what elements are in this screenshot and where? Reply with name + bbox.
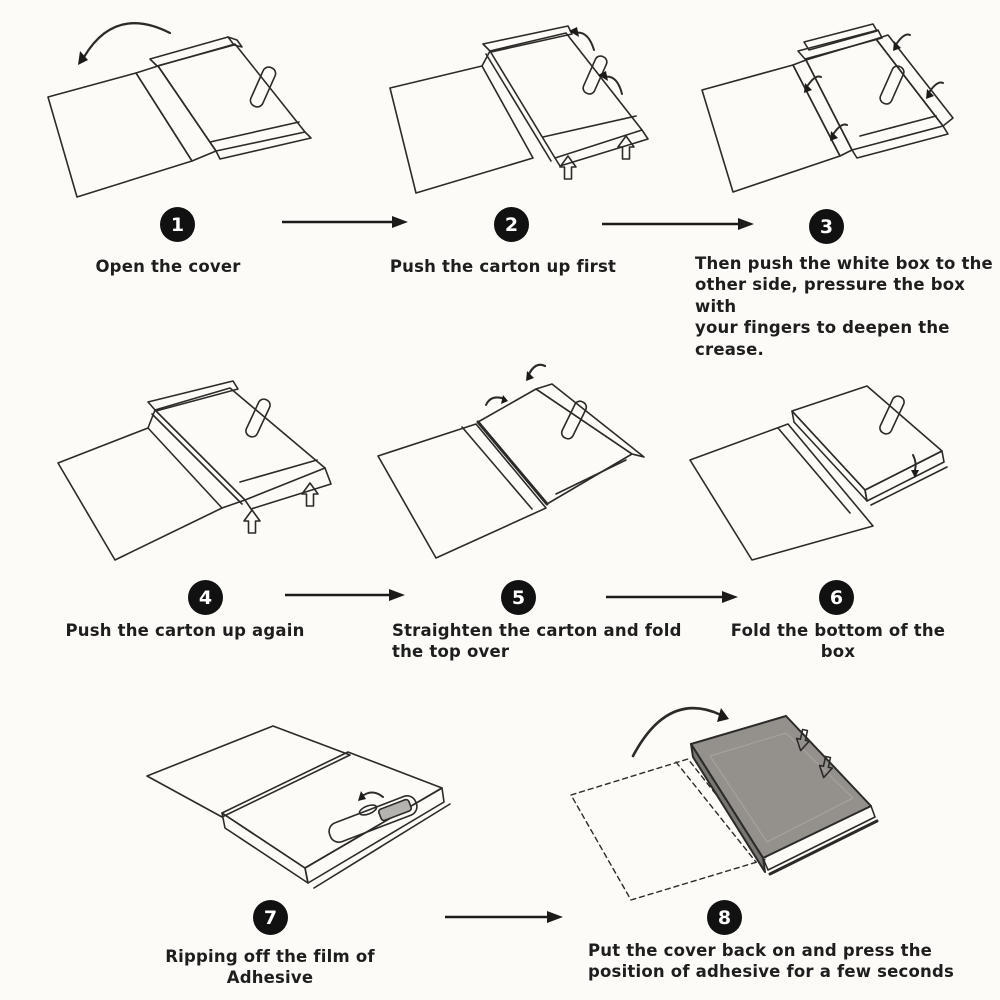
right-arrow-icon — [600, 215, 756, 237]
step-5-illustration — [358, 358, 670, 570]
formed-box-drawing — [689, 385, 948, 561]
step-4-illustration — [30, 378, 350, 573]
peel-curved-arrow-icon — [358, 791, 384, 801]
right-arrow-icon — [280, 213, 410, 235]
step-6-caption: Fold the bottom of the box — [730, 621, 946, 662]
right-arrow-icon — [283, 586, 407, 608]
press-curved-arrow-icon — [804, 75, 822, 93]
step-8-caption: Put the cover back on and press the posi… — [588, 941, 955, 982]
open-flat-box-drawing — [47, 36, 312, 198]
open-direction-curved-arrow-icon — [78, 22, 172, 65]
fold-curved-arrow-icon — [485, 395, 508, 406]
step-1-caption: Open the cover — [95, 257, 241, 276]
press-curved-arrow-icon — [926, 81, 944, 99]
step-2-badge: 2 — [494, 207, 529, 242]
close-cover-curved-arrow-icon — [631, 706, 729, 758]
fold-curved-arrow-icon — [526, 363, 547, 381]
step-3-caption: Then push the white box to the other sid… — [695, 254, 993, 359]
step-4-caption: Push the carton up again — [65, 621, 305, 640]
press-down-arrow-icon — [795, 728, 811, 752]
lift-curved-arrow-icon — [569, 27, 595, 51]
step-1-badge: 1 — [160, 207, 195, 242]
push-up-arrow-icon — [301, 482, 319, 507]
right-arrow-icon — [443, 908, 565, 930]
right-arrow-icon — [604, 588, 740, 610]
step-6-illustration — [680, 378, 1000, 573]
press-curved-arrow-icon — [893, 33, 911, 51]
step-7-illustration — [100, 698, 460, 910]
box-straightened-drawing — [377, 383, 645, 559]
step-8-badge: 8 — [707, 900, 742, 935]
push-up-arrow-icon — [559, 155, 577, 180]
step-7-badge: 7 — [253, 900, 288, 935]
step-2-caption: Push the carton up first — [389, 257, 617, 276]
push-up-arrow-icon — [243, 509, 261, 534]
box-with-adhesive-drawing — [146, 725, 451, 889]
press-down-arrow-icon — [818, 755, 834, 779]
step-3-badge: 3 — [809, 209, 844, 244]
step-3-illustration — [680, 8, 1000, 208]
press-curved-arrow-icon — [830, 123, 848, 141]
step-2-illustration — [370, 18, 670, 203]
box-pushed-up-drawing — [389, 25, 649, 194]
step-5-caption: Straighten the carton and fold the top o… — [392, 621, 682, 662]
step-7-caption: Ripping off the film of Adhesive — [165, 947, 375, 988]
cover-closing-drawing — [570, 715, 879, 901]
box-raised-drawing — [57, 380, 332, 561]
fold-down-arrow-icon — [911, 454, 919, 478]
step-5-badge: 5 — [501, 580, 536, 615]
step-1-illustration — [20, 5, 350, 210]
step-8-illustration — [558, 678, 983, 910]
lift-curved-arrow-icon — [598, 71, 623, 95]
push-up-arrow-icon — [617, 135, 635, 160]
step-4-badge: 4 — [188, 580, 223, 615]
step-6-badge: 6 — [819, 580, 854, 615]
box-creasing-drawing — [701, 23, 954, 193]
